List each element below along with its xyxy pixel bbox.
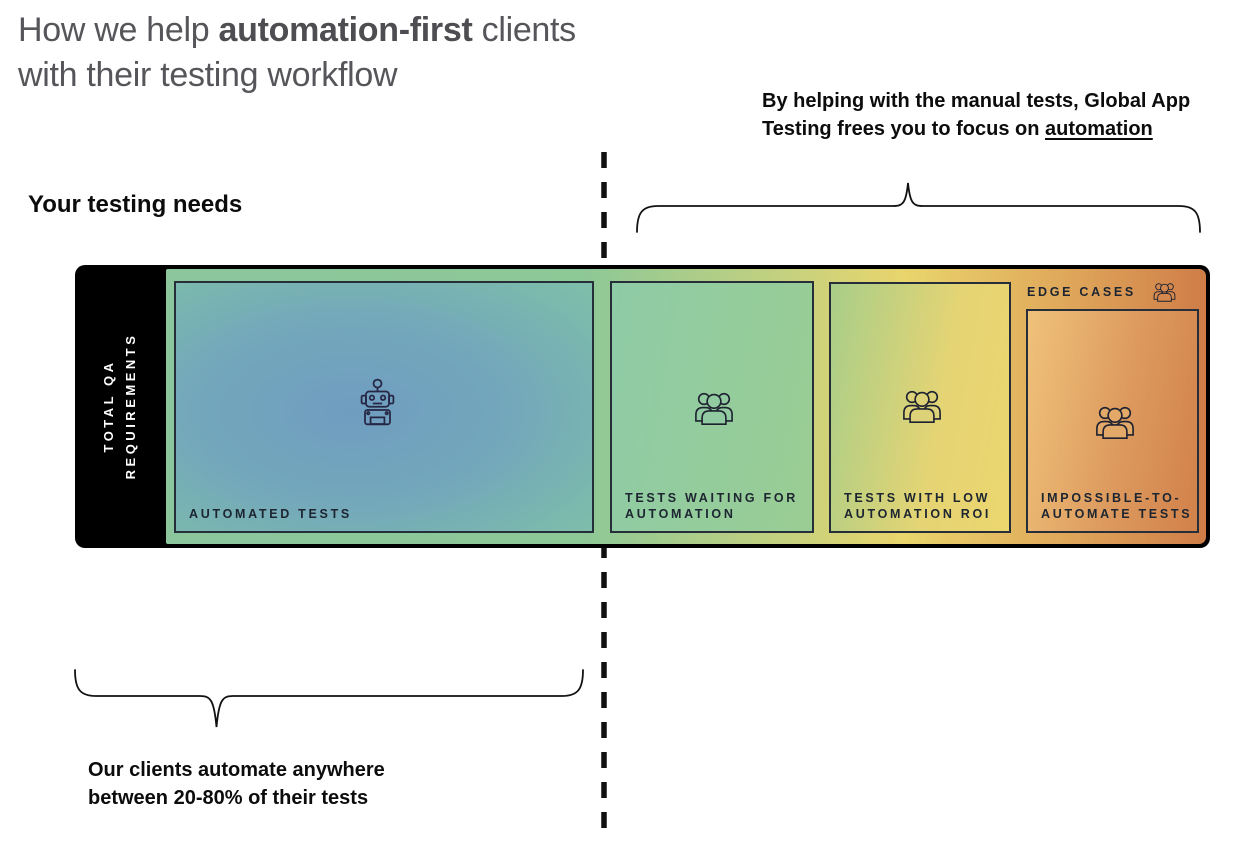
brace-top-manual-range	[636, 182, 1201, 233]
section-impossible-to-automate-tests: IMPOSSIBLE-TO- AUTOMATE TESTS	[1026, 309, 1199, 533]
manual-tests-note-line1: By helping with the manual tests, Global…	[762, 90, 1191, 112]
section-label: AUTOMATED TESTS	[189, 506, 352, 521]
qa-requirements-bar: TOTAL QA REQUIREMENTS AUTOMATED TESTS TE…	[75, 265, 1210, 548]
edge-cases-label: EDGE CASES	[1027, 285, 1136, 299]
section-tests-waiting-for-automation: TESTS WAITING FOR AUTOMATION	[610, 281, 814, 533]
people-group-icon	[1092, 403, 1138, 443]
page-title: How we help automation-first clients wit…	[18, 8, 576, 98]
section-label: TESTS WAITING FOR AUTOMATION	[625, 491, 798, 521]
automation-underlined-text: automation	[1045, 117, 1153, 140]
testing-needs-label: Your testing needs	[28, 191, 243, 218]
people-group-icon	[899, 387, 945, 427]
section-tests-with-low-automation-roi: TESTS WITH LOW AUTOMATION ROI	[829, 282, 1011, 533]
robot-icon	[359, 377, 396, 430]
page-title-line2: with their testing workflow	[18, 56, 398, 94]
section-label: IMPOSSIBLE-TO- AUTOMATE TESTS	[1041, 491, 1193, 521]
page-title-line1: How we help automation-first clients	[18, 11, 576, 49]
section-label: TESTS WITH LOW AUTOMATION ROI	[844, 491, 992, 521]
clients-automate-note-line2: between 20-80% of their tests	[88, 786, 369, 809]
total-qa-label: TOTAL QA REQUIREMENTS	[101, 332, 138, 480]
people-group-icon	[691, 389, 737, 429]
brace-bottom-automated-range	[74, 669, 584, 728]
clients-automate-note: Our clients automate anywhere between 20…	[88, 757, 508, 812]
clients-automate-note-line1: Our clients automate anywhere	[88, 759, 385, 781]
manual-tests-note: By helping with the manual tests, Global…	[762, 88, 1242, 143]
people-group-icon	[1151, 281, 1178, 304]
edge-cases-header: EDGE CASES	[1027, 280, 1199, 304]
section-automated-tests: AUTOMATED TESTS	[174, 281, 594, 533]
manual-tests-note-line2: Testing frees you to focus on automation	[762, 117, 1153, 140]
